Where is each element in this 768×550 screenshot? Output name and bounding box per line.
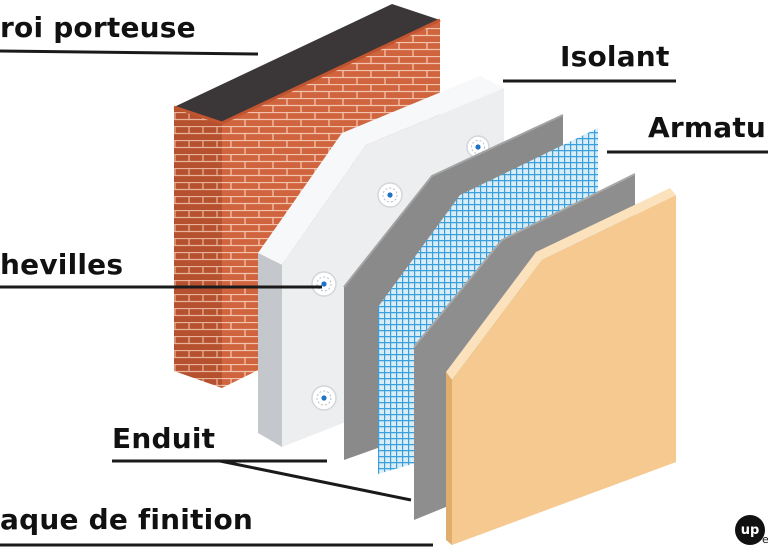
brand-logo-text: up [741,523,760,538]
label-enduit: Enduit [112,425,215,453]
label-isolant: Isolant [560,43,670,71]
dowel-1 [378,183,402,207]
insulation-side [258,253,282,447]
brand-logo: up [735,515,765,545]
brick-wall-side [174,107,222,388]
label-plaque-finition: aque de finition [0,506,253,534]
brand-logo-tail: e [762,533,768,546]
leader-line-mur [0,51,258,54]
label-chevilles: hevilles [0,251,123,279]
dowel-4 [312,386,336,410]
label-mur-porteur: roi porteuse [0,14,196,42]
label-armature: Armatu [648,114,766,142]
finishing-board-side [446,372,452,545]
dowel-3 [312,272,336,296]
